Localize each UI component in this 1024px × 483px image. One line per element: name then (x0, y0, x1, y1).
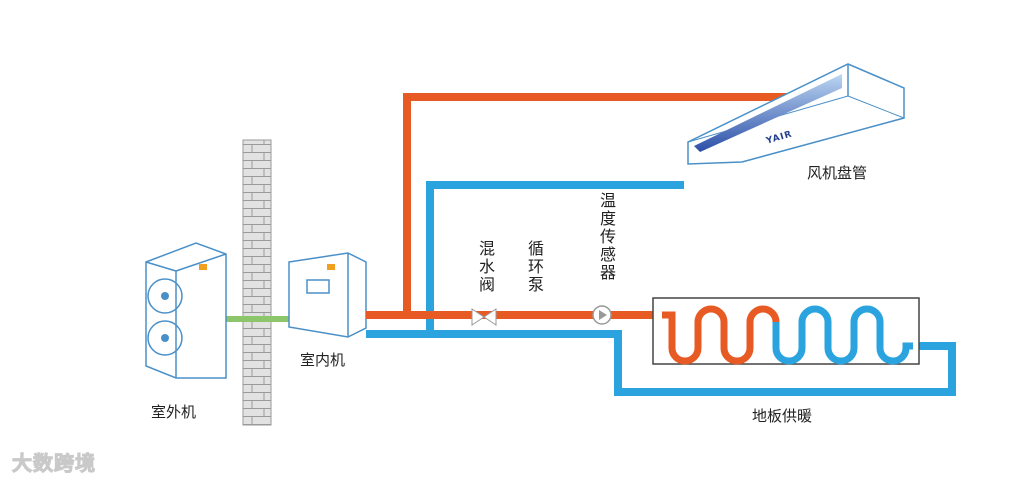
watermark: 大数跨境 (12, 451, 96, 476)
circulation-pump-label: 循环泵 (525, 240, 544, 294)
floor-coil-return (772, 305, 913, 365)
temp-sensor-label: 温度传感器 (597, 192, 616, 282)
indoor-unit (288, 252, 367, 338)
return-pipe (366, 181, 956, 396)
outdoor-unit (145, 242, 227, 379)
fan-coil-label: 风机盘管 (807, 164, 868, 182)
fan-coil-unit (687, 63, 905, 165)
floor-heating-label: 地板供暖 (752, 407, 813, 425)
mixing-valve-label: 混水阀 (476, 240, 495, 294)
indoor-unit-label: 室内机 (300, 351, 346, 369)
supply-pipe (366, 93, 795, 319)
outdoor-unit-label: 室外机 (151, 403, 197, 421)
temp-sensor-icon (592, 305, 612, 325)
mixing-valve-icon (471, 308, 497, 326)
brick-wall (242, 139, 272, 426)
floor-coil-supply (662, 305, 780, 365)
